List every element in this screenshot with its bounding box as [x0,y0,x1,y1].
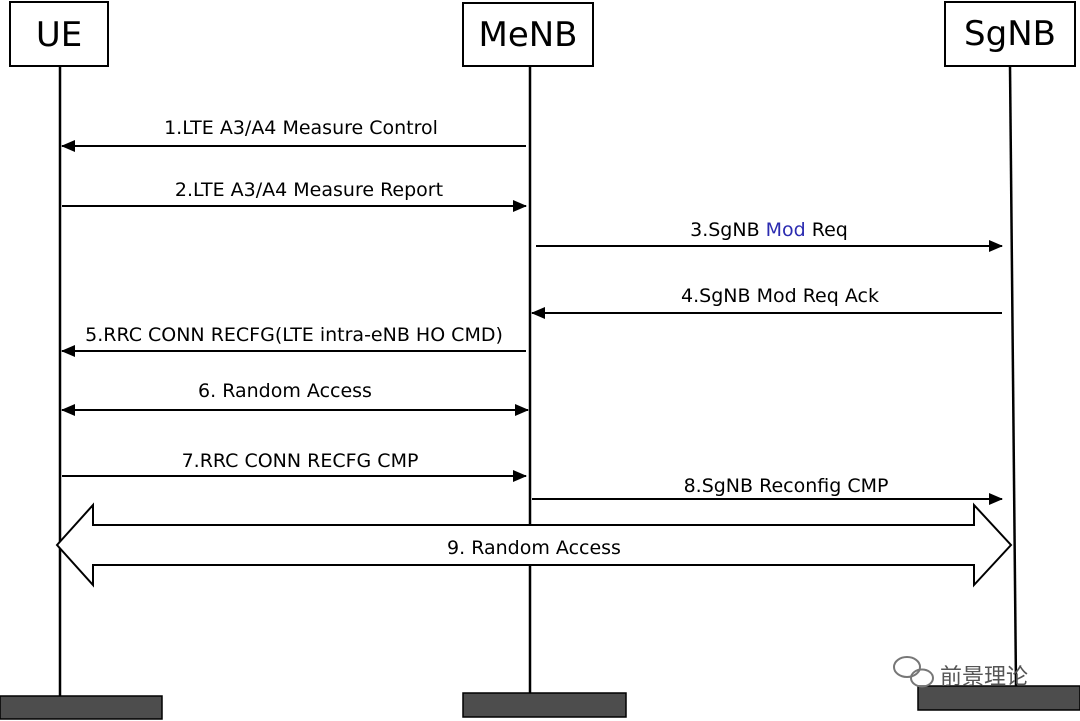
sgnb-lifeline [1008,65,1018,687]
message-9: 9. Random Access [55,502,1013,588]
message-5-label: 5.RRC CONN RECFG(LTE intra-eNB HO CMD) [85,324,503,346]
sgnb-label: SgNB [964,14,1056,54]
sgnb-entity: SgNB [944,1,1076,67]
message-3-label-highlight: Mod [766,219,806,241]
wechat-icon [893,656,934,688]
ue-entity: UE [9,1,109,67]
message-4: 4.SgNB Mod Req Ack [531,285,1002,319]
menb-entity: MeNB [462,2,594,67]
sgnb-box [944,1,1076,67]
message-4-label: 4.SgNB Mod Req Ack [681,285,879,307]
message-3-label: 3.SgNB Mod Req [690,219,848,241]
ue-box [9,1,109,67]
message-5: 5.RRC CONN RECFG(LTE intra-eNB HO CMD) [61,324,526,357]
message-8-label: 8.SgNB Reconfig CMP [684,475,889,497]
message-7-label: 7.RRC CONN RECFG CMP [182,450,419,472]
ue-footer-bar [0,695,163,720]
message-2-label: 2.LTE A3/A4 Measure Report [175,179,443,201]
menb-footer-bar [462,692,627,718]
watermark: 前景理论 [893,656,1028,690]
watermark-text: 前景理论 [940,665,1028,690]
message-1-label: 1.LTE A3/A4 Measure Control [164,117,438,139]
message-3-label-suffix: Req [806,219,848,241]
ue-label: UE [36,15,82,55]
message-8: 8.SgNB Reconfig CMP [532,475,1003,505]
message-3-label-prefix: 3.SgNB [690,219,766,241]
message-3: 3.SgNB Mod Req [536,219,1003,252]
message-2: 2.LTE A3/A4 Measure Report [62,179,527,212]
message-6: 6. Random Access [61,380,529,416]
message-9-label: 9. Random Access [447,537,621,559]
menb-box [462,2,594,67]
message-7: 7.RRC CONN RECFG CMP [62,450,527,482]
message-6-label: 6. Random Access [198,380,372,402]
message-9-block-arrow [55,502,1013,588]
menb-label: MeNB [478,15,577,55]
sgnb-footer-bar [917,685,1080,711]
message-1: 1.LTE A3/A4 Measure Control [61,117,526,152]
